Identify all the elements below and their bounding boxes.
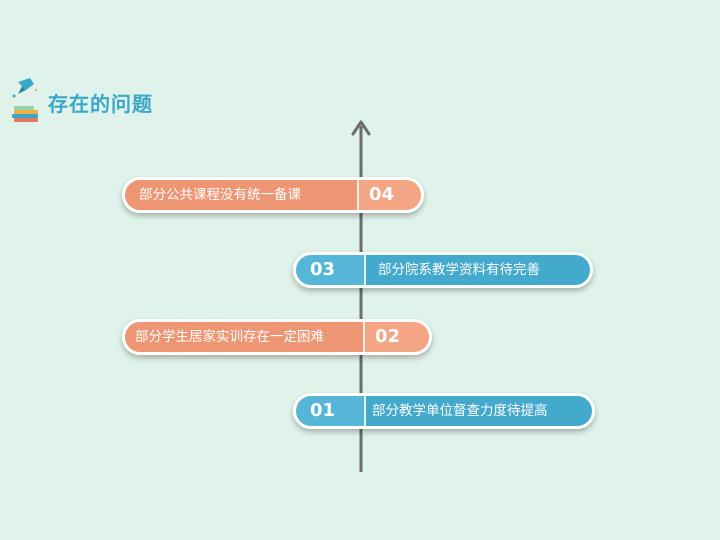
- item-number-segment: [365, 322, 429, 352]
- item-number: 04: [369, 184, 395, 205]
- page-title: 存在的问题: [48, 92, 153, 116]
- item-text-segment: [366, 396, 592, 426]
- item-number-segment: [296, 255, 364, 285]
- item-text: 部分教学单位督查力度待提高: [372, 403, 548, 419]
- item-number: 02: [375, 326, 401, 347]
- item-number-segment: [359, 180, 421, 210]
- item-number-segment: [296, 396, 364, 426]
- books-bird-icon: [12, 78, 38, 122]
- timeline-item-03: 03 部分院系教学资料有待完善: [293, 252, 593, 288]
- item-text: 部分院系教学资料有待完善: [378, 262, 540, 278]
- timeline-item-01: 01 部分教学单位督查力度待提高: [293, 393, 595, 429]
- item-text-segment: [366, 255, 590, 285]
- arrow-up-icon: [351, 120, 371, 136]
- section-title: 存在的问题: [8, 76, 208, 128]
- item-text: 部分公共课程没有统一备课: [139, 187, 301, 203]
- item-text-segment: [125, 322, 363, 352]
- timeline-item-04: 部分公共课程没有统一备课 04: [122, 177, 424, 213]
- timeline-item-02: 部分学生居家实训存在一定困难 02: [122, 319, 432, 355]
- item-text-segment: [125, 180, 357, 210]
- item-text: 部分学生居家实训存在一定困难: [135, 329, 324, 345]
- item-number: 03: [310, 259, 336, 280]
- item-number: 01: [310, 400, 336, 421]
